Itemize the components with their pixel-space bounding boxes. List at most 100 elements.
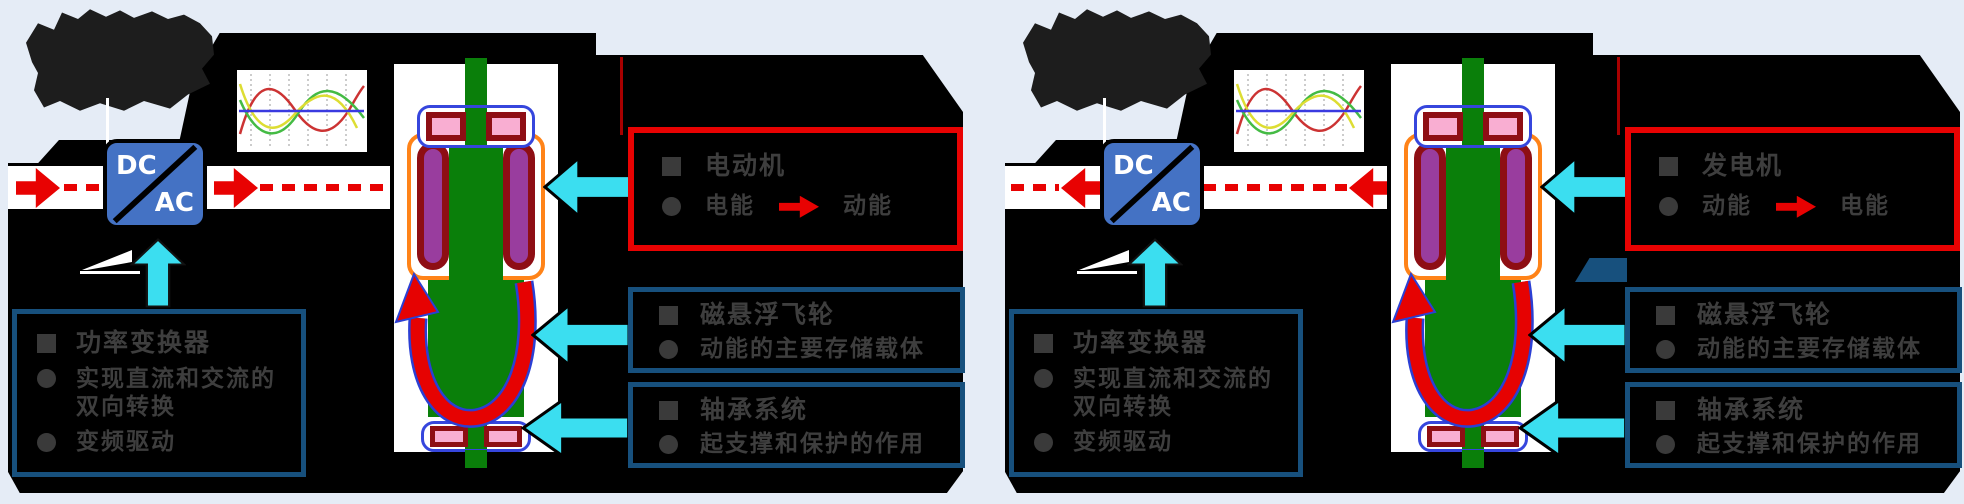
flywheel-box-desc: 动能的主要存储载体 [1697,336,1922,362]
circle-bullet-icon [1659,197,1678,217]
bearing-box: 轴承系统 起支撑和保护的作用 [628,382,965,468]
bearing-pad [486,112,526,141]
energy-box-title: 电动机 [705,151,787,180]
conversion-arrow-icon [779,195,819,218]
circle-bullet-icon [662,197,681,217]
stator-coil [417,142,449,270]
circle-bullet-icon [37,369,56,388]
stator-coil [1500,142,1532,270]
dc-label: DC [1113,151,1154,181]
circle-bullet-icon [659,340,678,360]
power-box-desc2: 变频驱动 [76,429,176,456]
bearing-pad [484,426,522,447]
red-edge-line [1617,57,1620,135]
bearing-box-desc: 起支撑和保护的作用 [700,431,925,457]
bearing-box-title: 轴承系统 [700,395,809,424]
bearing-pad [430,426,468,447]
flow-dashed-line [64,184,106,191]
dc-ac-converter: DC AC [1100,139,1204,229]
square-bullet-icon [1656,400,1675,420]
flywheel-box-desc: 动能的主要存储载体 [700,336,925,362]
square-bullet-icon [659,400,678,420]
power-box-desc2: 变频驱动 [1073,429,1173,456]
stator-coil [503,142,535,270]
scribble-blob [1023,9,1211,111]
energy-to: 电能 [1840,193,1890,219]
bearing-box-desc: 起支撑和保护的作用 [1697,431,1922,457]
circle-bullet-icon [1656,435,1675,455]
callout-arrow-icon [1518,398,1628,458]
motor-stator [407,109,545,281]
bearing-top [1414,105,1532,148]
callout-arrow-icon [521,398,631,458]
power-box-desc1: 实现直流和交流的双向转换 [1073,366,1273,420]
shaft [1462,450,1484,468]
bearing-box: 轴承系统 起支撑和保护的作用 [1625,382,1962,468]
scribble-blob [26,9,214,111]
swoosh-line [1077,271,1137,274]
flywheel-box: 磁悬浮飞轮 动能的主要存储载体 [1625,287,1962,373]
power-box-desc1: 实现直流和交流的双向转换 [76,366,276,420]
ac-label: AC [154,188,194,218]
bearing-box-title: 轴承系统 [1697,395,1806,424]
charging-mode-panel: DC AC [8,0,965,504]
shaft [1462,58,1484,108]
power-converter-box: 功率变换器 实现直流和交流的双向转换 变频驱动 [12,309,306,477]
bearing-pad [426,112,466,141]
callout-arrow-icon [543,156,637,218]
circle-bullet-icon [1034,369,1053,388]
motor-stator [1404,109,1542,281]
ac-label: AC [1151,188,1191,218]
energy-from: 动能 [1702,193,1752,219]
energy-to: 动能 [843,193,893,219]
callout-arrow-icon [531,303,631,367]
power-converter-box: 功率变换器 实现直流和交流的双向转换 变频驱动 [1009,309,1303,477]
flow-dashed-line [1203,184,1347,191]
energy-from: 电能 [705,193,755,219]
rotation-arrow-icon [1391,271,1534,428]
bearing-pad [1423,112,1463,141]
callout-arrow-icon [1540,156,1634,218]
callout-arrow-icon [1528,303,1628,367]
power-box-title: 功率变换器 [1073,328,1209,357]
bearing-pad [1481,426,1519,447]
bearing-top [417,105,535,148]
energy-box: 电动机 电能 动能 [628,127,963,251]
red-edge-line [620,57,623,135]
square-bullet-icon [1656,305,1675,325]
conversion-arrow-icon [1776,195,1816,218]
flywheel-assembly [390,58,562,468]
flow-dashed-line [260,184,390,191]
square-bullet-icon [662,156,681,176]
connector-line [1103,98,1106,168]
square-bullet-icon [1034,333,1053,353]
circle-bullet-icon [659,435,678,455]
discharging-mode-panel: DC AC [1005,0,1962,504]
power-box-title: 功率变换器 [76,328,212,357]
shaft [465,450,487,468]
shaft [465,58,487,108]
rotation-arrow-icon [394,271,537,428]
connector-line [106,98,109,168]
flywheel-box: 磁悬浮飞轮 动能的主要存储载体 [628,287,965,373]
bearing-pad [1427,426,1465,447]
energy-box: 发电机 动能 电能 [1625,127,1960,251]
stator-coil [1414,142,1446,270]
up-arrow-icon [1127,238,1183,308]
bearing-bottom [421,421,531,452]
square-bullet-icon [659,305,678,325]
flow-dashed-line [1011,184,1059,191]
three-phase-waveform-icon [1234,70,1364,152]
flywheel-assembly [1387,58,1559,468]
swoosh-line [80,271,140,274]
circle-bullet-icon [1656,340,1675,360]
square-bullet-icon [37,333,56,353]
dc-ac-converter: DC AC [103,139,207,229]
bearing-pad [1483,112,1523,141]
circle-bullet-icon [1034,433,1053,453]
three-phase-waveform-icon [237,70,367,152]
circle-bullet-icon [37,433,56,453]
up-arrow-icon [130,238,186,308]
energy-box-title: 发电机 [1702,151,1784,180]
